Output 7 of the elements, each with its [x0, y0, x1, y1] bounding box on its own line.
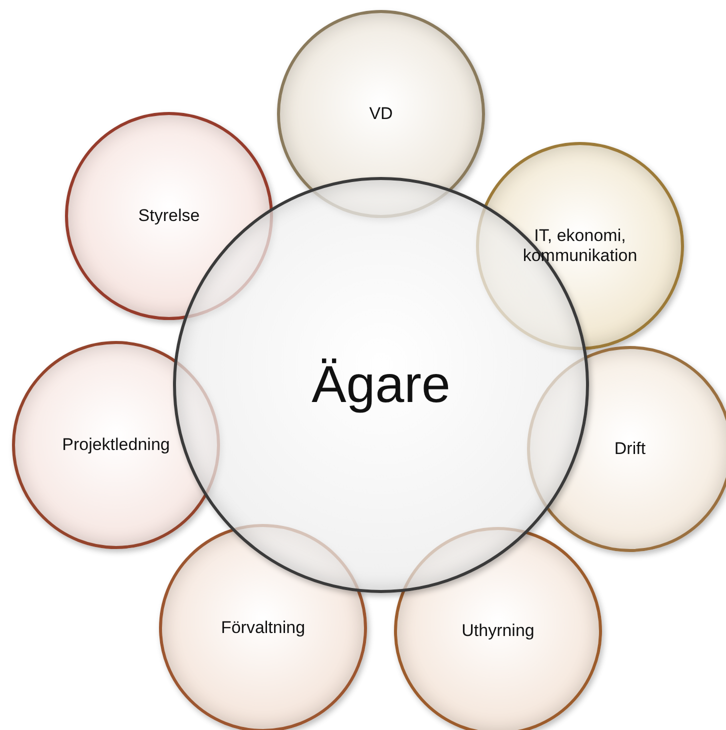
role-label: Styrelse — [138, 206, 200, 226]
role-label: Projektledning — [62, 434, 170, 456]
role-label: Uthyrning — [462, 620, 534, 642]
role-label: VD — [369, 104, 393, 124]
role-label: Drift — [614, 438, 646, 460]
role-label: Förvaltning — [220, 618, 306, 638]
center-label: Ägare — [312, 354, 450, 416]
